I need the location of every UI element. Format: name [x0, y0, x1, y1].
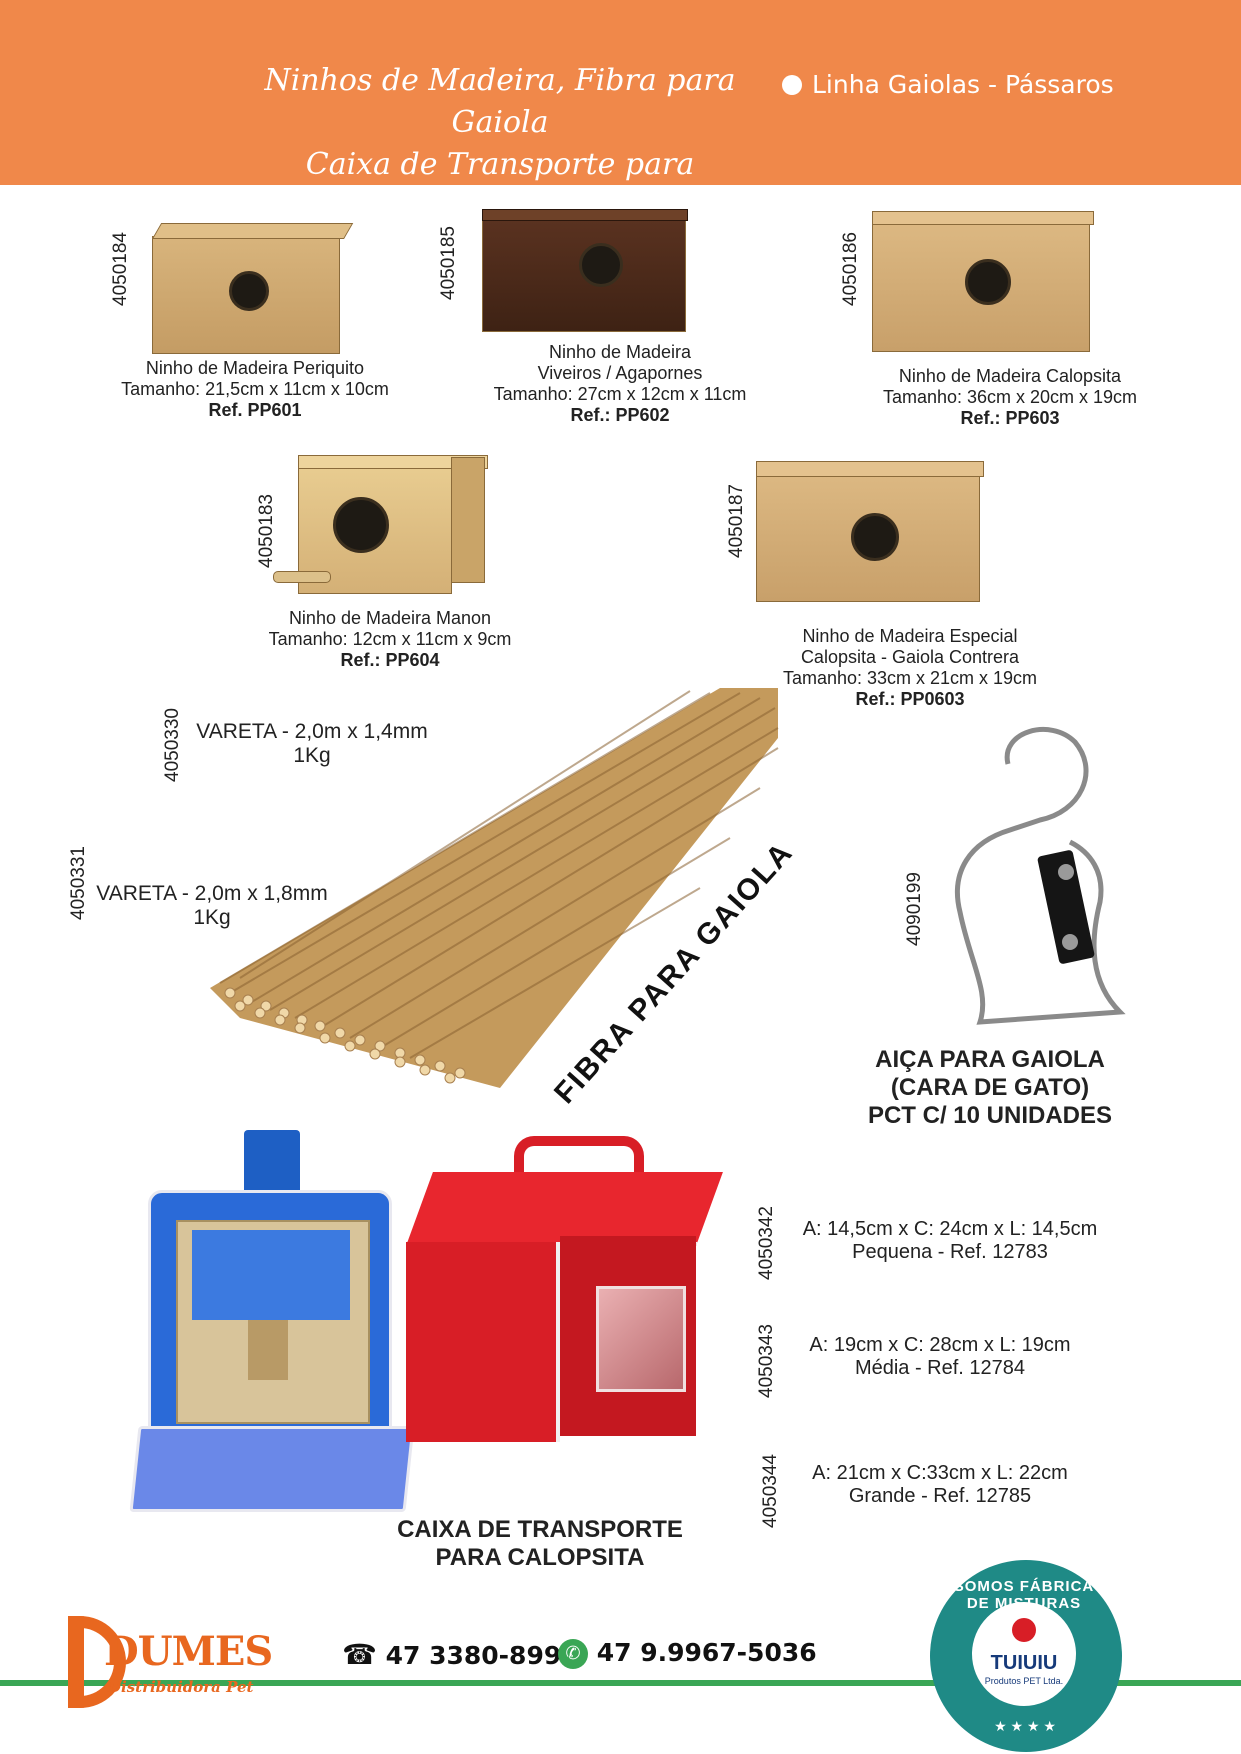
phone-number: 47 3380-8993 — [385, 1641, 579, 1670]
vareta-18-caption: VARETA - 2,0m x 1,8mm 1Kg — [92, 882, 332, 930]
product-code: 4090199 — [904, 872, 925, 946]
product-code: 4050184 — [110, 232, 131, 306]
transport-box-red-image — [406, 1136, 723, 1448]
seal-brand: TUIUIU — [990, 1652, 1058, 1674]
seal-sub: Produtos PET Ltda. — [984, 1676, 1064, 1686]
nest-size: Tamanho: 21,5cm x 11cm x 10cm — [121, 379, 389, 399]
footer-rule — [0, 1680, 1241, 1686]
bullet-icon — [782, 75, 802, 95]
transport-box-blue-image — [129, 1130, 415, 1512]
transport-ref: Pequena - Ref. 12783 — [852, 1241, 1048, 1263]
tuiuiu-seal: SOMOS FÁBRICA DE MISTURAS TUIUIU Produto… — [930, 1560, 1122, 1752]
nest-ref: Ref.: PP603 — [960, 408, 1060, 428]
vareta-weight: 1Kg — [293, 744, 331, 767]
product-code: 4050343 — [756, 1324, 777, 1398]
nest-ref: Ref. PP601 — [208, 400, 302, 420]
contact-phone: ☎ 47 3380-8993 — [342, 1638, 579, 1671]
transport-line1: CAIXA DE TRANSPORTE — [397, 1516, 683, 1543]
nest-manon-image — [273, 455, 488, 594]
product-code: 4050186 — [840, 232, 861, 306]
product-code: 4050342 — [756, 1206, 777, 1280]
product-code: 4050330 — [162, 708, 183, 782]
nest-viveiros-caption: Ninho de Madeira Viveiros / Agapornes Ta… — [470, 342, 770, 426]
nest-size: Tamanho: 33cm x 21cm x 19cm — [782, 668, 1038, 688]
nest-name: Ninho de Madeira Calopsita — [898, 366, 1122, 386]
vareta-size: VARETA - 2,0m x 1,8mm — [96, 882, 328, 905]
whatsapp-icon: ✆ — [558, 1639, 588, 1669]
vareta-14-caption: VARETA - 2,0m x 1,4mm 1Kg — [192, 720, 432, 768]
contact-whatsapp: ✆ 47 9.9967-5036 — [558, 1638, 817, 1669]
nest-periquito-image — [152, 223, 354, 354]
transport-ref: Média - Ref. 12784 — [854, 1357, 1026, 1379]
cage-hook-image — [954, 726, 1126, 1025]
product-code: 4050187 — [726, 484, 747, 558]
dumes-brand: DUMES — [104, 1628, 273, 1675]
transport-dims: A: 21cm x C:33cm x L: 22cm — [812, 1462, 1068, 1484]
nest-name: Ninho de Madeira Periquito — [145, 358, 365, 378]
nest-name-line1: Ninho de Madeira — [548, 342, 692, 362]
nest-ref: Ref.: PP604 — [340, 650, 440, 670]
header-category: Linha Gaiolas - Pássaros — [782, 70, 1114, 99]
transport-caption: CAIXA DE TRANSPORTE PARA CALOPSITA — [380, 1516, 700, 1572]
fibra-sticks-image — [210, 688, 779, 1088]
vareta-size: VARETA - 2,0m x 1,4mm — [196, 720, 428, 743]
nest-name: Ninho de Madeira Manon — [288, 608, 492, 628]
transport-dims: A: 14,5cm x C: 24cm x L: 14,5cm — [802, 1218, 1098, 1240]
nest-size: Tamanho: 12cm x 11cm x 9cm — [268, 629, 512, 649]
dumes-sub: Distribuidora Pet — [108, 1678, 254, 1696]
nest-manon-caption: Ninho de Madeira Manon Tamanho: 12cm x 1… — [240, 608, 540, 671]
nest-ref: Ref.: PP602 — [570, 405, 670, 425]
hook-line1: AIÇA PARA GAIOLA — [875, 1046, 1105, 1073]
transport-size-small: A: 14,5cm x C: 24cm x L: 14,5cm Pequena … — [780, 1218, 1120, 1264]
nest-ref: Ref.: PP0603 — [855, 689, 965, 709]
star-icons: ★ ★ ★ ★ — [994, 1718, 1056, 1734]
phone-icon: ☎ — [342, 1638, 377, 1671]
header-title-line1: Ninhos de Madeira, Fibra para Gaiola — [264, 63, 736, 140]
hook-line3: PCT C/ 10 UNIDADES — [867, 1102, 1113, 1129]
nest-calopsita-caption: Ninho de Madeira Calopsita Tamanho: 36cm… — [860, 366, 1160, 429]
transport-line2: PARA CALOPSITA — [435, 1544, 645, 1571]
nest-especial-image — [756, 461, 984, 602]
product-code: 4050331 — [68, 846, 89, 920]
nest-especial-caption: Ninho de Madeira Especial Calopsita - Ga… — [760, 626, 1060, 710]
hook-line2: (CARA DE GATO) — [890, 1074, 1090, 1101]
hook-caption: AIÇA PARA GAIOLA (CARA DE GATO) PCT C/ 1… — [830, 1046, 1150, 1130]
product-code: 4050344 — [760, 1454, 781, 1528]
whatsapp-number: 47 9.9967-5036 — [596, 1638, 817, 1667]
bird-icon — [1012, 1618, 1036, 1642]
nest-size: Tamanho: 36cm x 20cm x 19cm — [882, 387, 1138, 407]
transport-ref: Grande - Ref. 12785 — [848, 1485, 1032, 1507]
transport-size-large: A: 21cm x C:33cm x L: 22cm Grande - Ref.… — [780, 1462, 1100, 1508]
seal-text: SOMOS FÁBRICA DE MISTURAS — [953, 1578, 1095, 1612]
header-banner — [0, 0, 1241, 185]
transport-size-medium: A: 19cm x C: 28cm x L: 19cm Média - Ref.… — [780, 1334, 1100, 1380]
transport-dims: A: 19cm x C: 28cm x L: 19cm — [809, 1334, 1071, 1356]
nest-name-line2: Viveiros / Agapornes — [537, 363, 703, 383]
nest-calopsita-image — [872, 211, 1094, 352]
product-code: 4050183 — [256, 494, 277, 568]
nest-size: Tamanho: 27cm x 12cm x 11cm — [493, 384, 747, 404]
header-category-label: Linha Gaiolas - Pássaros — [812, 70, 1114, 99]
dumes-logo: DUMES Distribuidora Pet — [68, 1608, 288, 1716]
header-title: Ninhos de Madeira, Fibra para Gaiola Cai… — [240, 60, 760, 228]
nest-name-line1: Ninho de Madeira Especial — [802, 626, 1018, 646]
product-code: 4050185 — [438, 226, 459, 300]
header-title-line2: Caixa de Transporte para Calopsita — [305, 147, 695, 224]
nest-viveiros-image — [482, 209, 688, 332]
vareta-weight: 1Kg — [193, 906, 231, 929]
nest-name-line2: Calopsita - Gaiola Contrera — [800, 647, 1020, 667]
nest-periquito-caption: Ninho de Madeira Periquito Tamanho: 21,5… — [100, 358, 410, 421]
